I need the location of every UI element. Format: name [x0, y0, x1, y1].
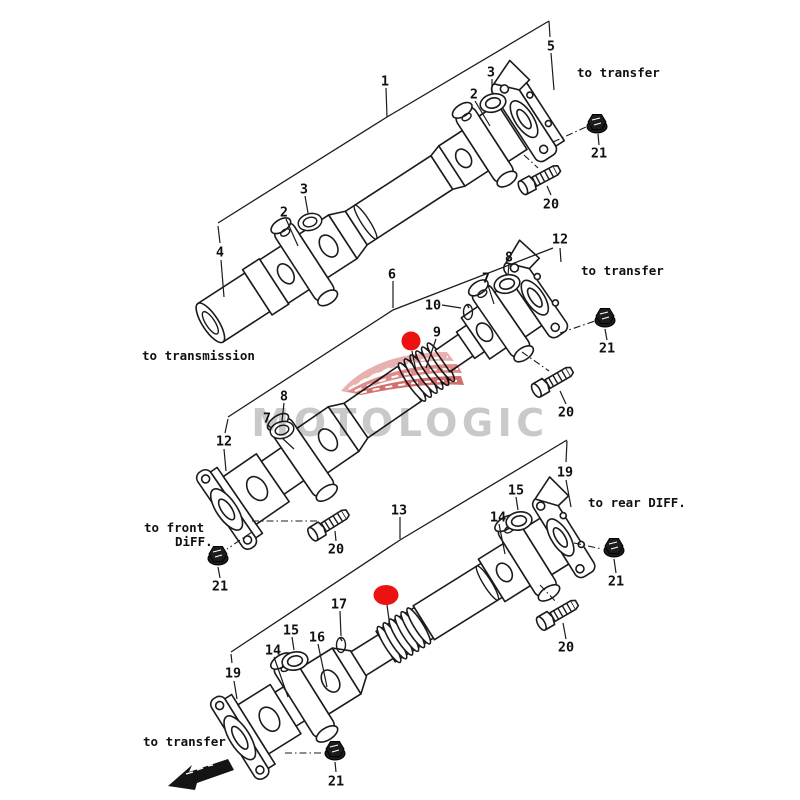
red-marker-upper	[401, 331, 421, 351]
part-label-14-r: 14	[490, 510, 506, 526]
part-label-7-l: 7	[263, 411, 271, 427]
nut-21-bottom-left	[324, 741, 346, 761]
part-label-12-r: 12	[552, 232, 568, 248]
annotation-to-front-diff: DiFF.	[175, 534, 213, 549]
part-label-19-r: 19	[557, 465, 573, 481]
part-label-6: 6	[388, 267, 396, 283]
part-label-21-ml: 21	[212, 579, 228, 595]
annotation-to-transfer-top: to transfer	[577, 65, 660, 80]
part-label-20-ml: 20	[328, 542, 344, 558]
annotations-layer: to transfer to transmission to transfer to …	[142, 65, 686, 749]
part-label-10: 10	[425, 298, 441, 314]
annotation-to-rear-diff: to rear DIFF.	[588, 495, 686, 510]
part-label-2-r: 2	[470, 87, 478, 103]
leader-lines-bottom	[230, 440, 617, 773]
bolt-20-bottom-right	[533, 595, 582, 633]
part-label-13: 13	[391, 503, 407, 519]
callout-bracket-shaft-6	[227, 247, 554, 418]
part-label-16: 16	[309, 630, 325, 646]
part-label-8-l: 8	[280, 389, 288, 405]
rear-diff-flange	[531, 476, 596, 579]
part-label-5: 5	[547, 39, 555, 55]
part-label-21-t: 21	[591, 146, 607, 162]
part-label-8-r: 8	[505, 250, 513, 266]
motologic-swoosh-logo	[341, 352, 464, 395]
part-labels-layer: 1432235212061212878710921202120131919171…	[212, 39, 624, 790]
alignment-lines-bottom	[285, 542, 603, 754]
part-label-21-br: 21	[608, 574, 624, 590]
annotation-to-front: to front	[144, 520, 204, 535]
part-label-7-r: 7	[482, 271, 490, 287]
part-label-20-br: 20	[558, 640, 574, 656]
bolt-20-middle-left	[305, 505, 353, 544]
transfer-flange-middle	[503, 239, 569, 339]
red-markers-layer	[373, 331, 421, 605]
part-label-3-r: 3	[487, 65, 495, 81]
alignment-lines-middle	[226, 320, 596, 550]
nut-21-top	[586, 114, 608, 134]
part-label-15-r: 15	[508, 483, 524, 499]
part-label-9: 9	[433, 325, 441, 341]
part-label-17: 17	[331, 597, 347, 613]
nut-21-bottom-right	[603, 538, 625, 558]
part-label-3-l: 3	[300, 182, 308, 198]
annotation-to-transmission: to transmission	[142, 348, 255, 363]
propeller-shaft-bottom	[209, 439, 625, 781]
part-label-20-t: 20	[543, 197, 559, 213]
bolt-20-middle-right	[528, 362, 577, 400]
part-label-12-l: 12	[216, 434, 232, 450]
annotation-to-transfer-bottom: to transfer	[143, 734, 226, 749]
front-direction-arrow-icon	[168, 759, 234, 790]
part-label-2-l: 2	[280, 205, 288, 221]
swoosh-road-dashes	[348, 356, 462, 394]
bolt-20-top	[515, 161, 564, 197]
annotation-to-transfer-middle: to transfer	[581, 263, 664, 278]
part-label-14-l: 14	[265, 643, 281, 659]
part-label-19-l: 19	[225, 666, 241, 682]
part-label-21-bl: 21	[328, 774, 344, 790]
leader-lines-top	[217, 20, 600, 298]
nut-21-middle-left	[207, 546, 229, 566]
part-label-20-mr: 20	[558, 405, 574, 421]
part-label-15-l: 15	[283, 623, 299, 639]
callout-bracket-shaft-13	[230, 439, 568, 653]
nut-21-middle-right	[594, 308, 616, 328]
part-label-4: 4	[216, 245, 224, 261]
part-label-21-mr: 21	[599, 341, 615, 357]
propeller-shaft-top	[195, 20, 608, 344]
alignment-lines-top	[523, 126, 587, 169]
red-marker-lower	[373, 585, 399, 605]
part-label-1: 1	[381, 74, 389, 90]
transfer-flange-top	[490, 59, 566, 163]
